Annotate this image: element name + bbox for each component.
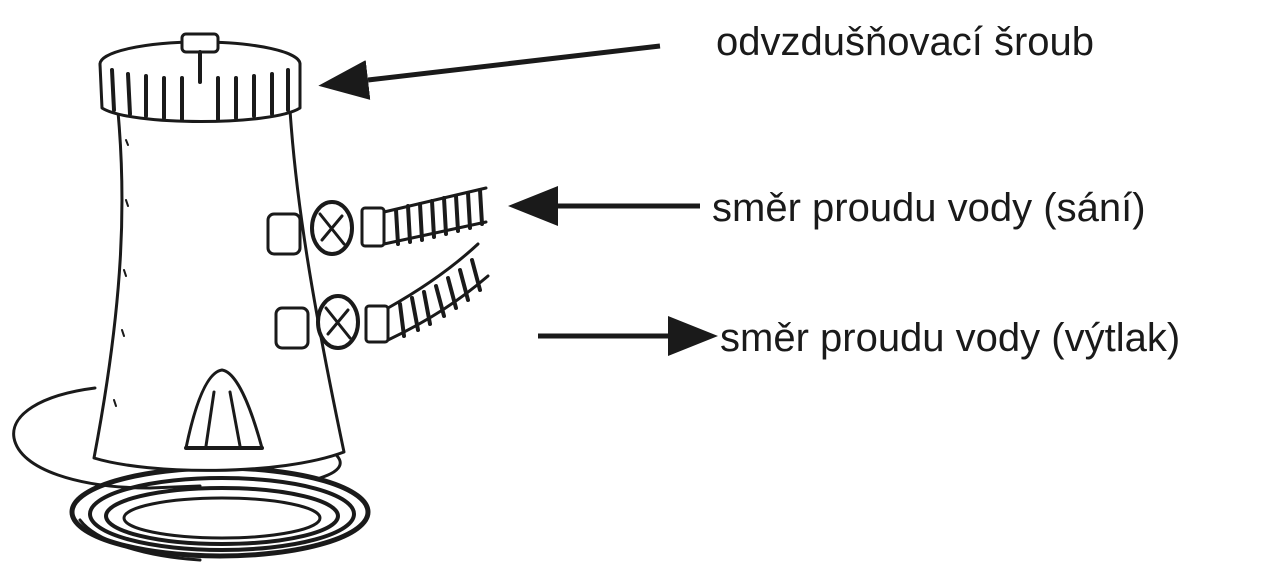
vent-screw-arrow [368, 46, 660, 80]
discharge-label: směr proudu vody (výtlak) [720, 318, 1180, 358]
pump-lid [100, 34, 300, 122]
hose-coil [72, 468, 368, 560]
suction-hose [384, 188, 486, 244]
vent-screw-label: odvzdušňovací šroub [716, 22, 1094, 62]
suction-label: směr proudu vody (sání) [712, 188, 1146, 228]
filter-pump-illustration [14, 34, 488, 560]
discharge-hose [388, 244, 488, 340]
